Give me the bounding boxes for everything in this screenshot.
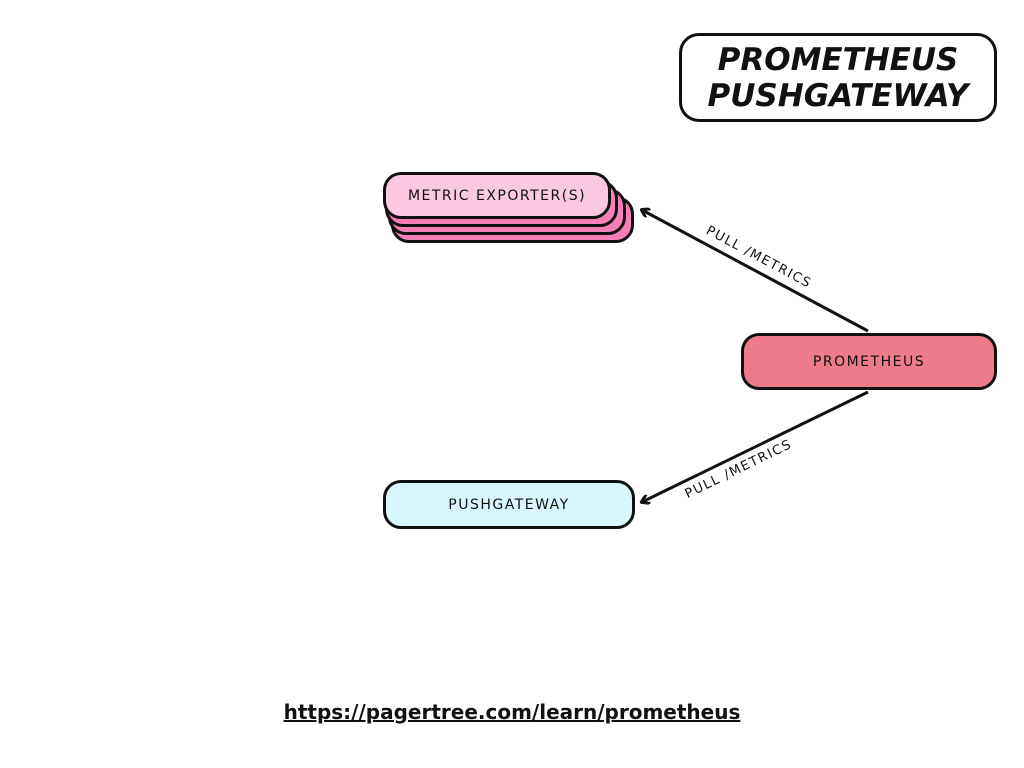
metric-exporters-node: METRIC EXPORTER(S) — [383, 172, 611, 219]
prometheus-node: PROMETHEUS — [741, 333, 997, 390]
source-link[interactable]: https://pagertree.com/learn/prometheus — [283, 700, 741, 724]
edge-to-pushgateway — [642, 390, 869, 502]
title-box: PROMETHEUS PUSHGATEWAY — [679, 33, 997, 122]
pushgateway-node: PUSHGATEWAY — [383, 480, 635, 529]
edge-to-exporters — [642, 210, 869, 333]
metric-exporters-label: METRIC EXPORTER(S) — [407, 187, 587, 204]
title-line-2: PUSHGATEWAY — [707, 77, 969, 114]
pushgateway-label: PUSHGATEWAY — [448, 496, 570, 513]
title-line-1: PROMETHEUS — [717, 41, 959, 78]
prometheus-label: PROMETHEUS — [812, 353, 926, 370]
